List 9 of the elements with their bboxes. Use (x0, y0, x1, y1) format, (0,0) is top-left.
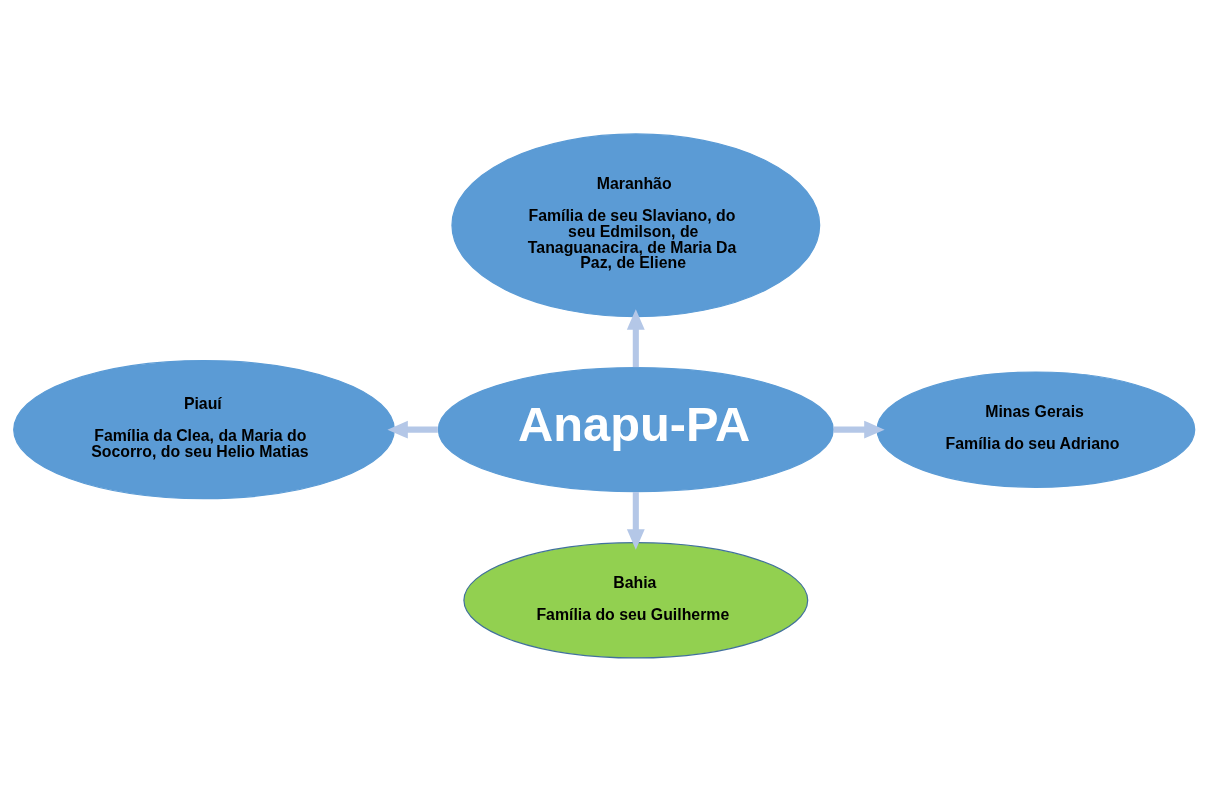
arrow (387, 420, 438, 439)
arrow (626, 309, 645, 368)
node-ellipse: Bahia Família do seu Guilherme (463, 542, 809, 659)
arrow (833, 420, 885, 439)
node-ellipse: Minas Gerais Família do seu Adriano (876, 371, 1196, 488)
arrow (626, 492, 645, 550)
node-ellipse: Piauí Família da Clea, da Maria do Socorro, do seu Helio Matias (13, 359, 395, 500)
node-ellipse: Maranhão Família de seu Slaviano, do seu Edmilson, de Tanaguanacira, de Maria Da Paz, de Eliene (451, 133, 821, 318)
node-ellipse: Anapu-PA (437, 367, 834, 493)
